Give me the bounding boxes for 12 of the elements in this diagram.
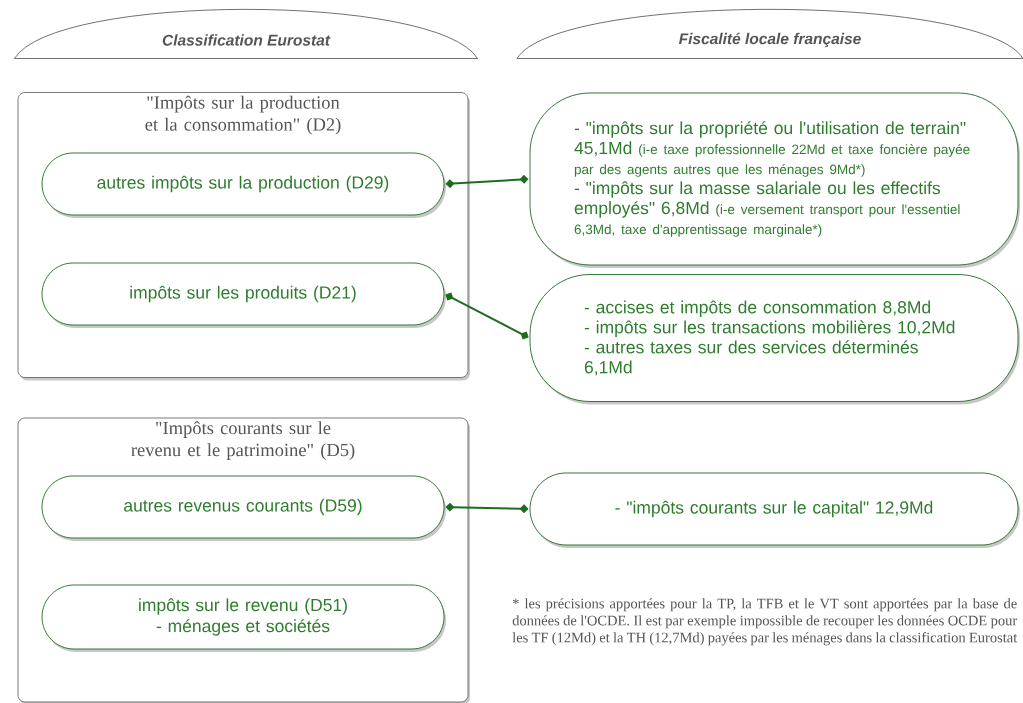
rounded-box: - "impôts courants sur le capital" 12,9Md [529,472,1020,548]
rounded-box: impôts sur le revenu (D51) - ménages et sociétés [41,584,446,652]
connector [445,174,529,189]
rounded-box: impôts sur les produits (D21) [41,262,446,328]
connector [445,292,529,340]
header-arc: Fiscalité locale française [516,8,1023,59]
rounded-box: autres revenus courants (D59) [41,475,446,541]
header-arc: Classification Eurostat [14,8,478,59]
rounded-box: - "impôts sur la propriété ou l'utilisation de terrain" 45,1Md (i-e taxe professionnelle 22Md et taxe foncière payée par des agents autres que les ménages 9Md*) - "impôts sur la masse salariale ou les effectifs employés" 6,8Md (i-e versement transport pour l'essentiel 6,3Md, taxe d'apprentissage marginale*) [529,92,1020,268]
rounded-box: autres impôts sur la production (D29) [41,152,446,218]
footnote: * les précisions apportées pour la TP, la TFB et le VT sont apportées par la base de données de l'OCDE. Il est par exemple impossible de recouper les données OCDE pour les TF (12Md) et la TH (12,7Md) payées par les ménages dans la classification Eurostat [512,598,1018,646]
rounded-box: - accises et impôts de consommation 8,8Md - impôts sur les transactions mobilières 10,2Md - autres taxes sur des services déterminés 6,1Md [529,274,1020,405]
